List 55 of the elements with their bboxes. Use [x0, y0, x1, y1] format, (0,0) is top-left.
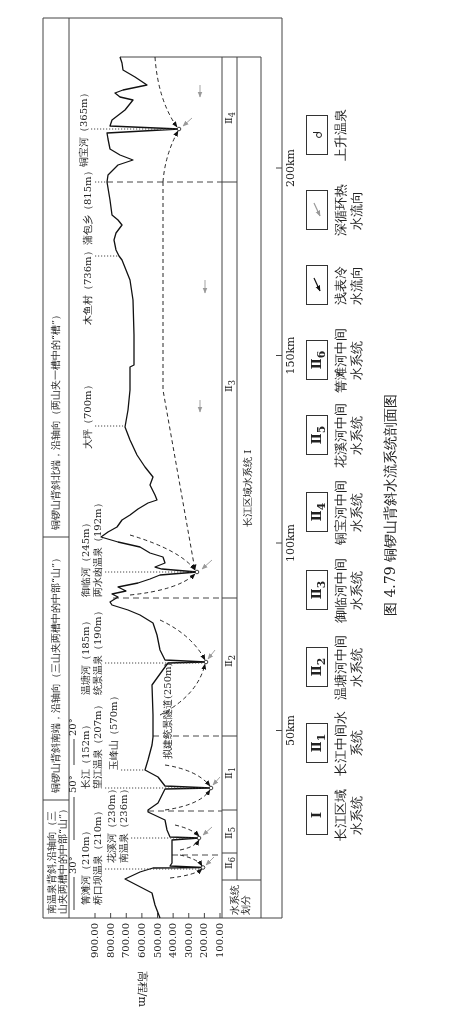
box-caption: 铜宝河中间水系统	[333, 478, 365, 546]
zone-label: 长江区域水系统 Ⅰ	[242, 449, 254, 527]
box-caption: 花溪河中间水系统	[333, 401, 365, 469]
axis-tick-label: 600.00	[135, 923, 148, 960]
place-label: 木鱼村（736m）	[82, 246, 94, 325]
leader-line	[90, 128, 177, 130]
leader-line	[120, 769, 145, 771]
header-cell: 铜锣山背斜北端，沿轴向（两山夹一槽中的“槽”）	[50, 309, 62, 530]
axis-tick-label: 150km	[284, 335, 298, 377]
axis-tick-label: 800.00	[104, 923, 117, 960]
axis-tick-label: 200km	[284, 147, 298, 190]
box-caption: 箐滩河中间水系统	[333, 326, 365, 394]
angle-label: 30°	[67, 856, 79, 874]
place-label: 玉峰山（570m）	[108, 691, 120, 770]
leader-line	[104, 662, 204, 664]
place-label: 御临河（245m） 两水凼温泉（192m）	[80, 498, 104, 597]
leader-line	[104, 868, 202, 870]
place-label: 长江（152m） 望江温泉（207m）	[80, 700, 104, 789]
place-label: 蒲包乡（815m）	[82, 166, 94, 245]
box-caption: 长江中间水系统	[333, 709, 365, 777]
place-label: 花溪河（230m） 南温泉（236m）	[106, 784, 130, 863]
leader-line	[104, 571, 196, 573]
axis-tick-label: 50km	[284, 713, 298, 749]
axis-tick-label: 700.00	[120, 923, 133, 960]
legend-text: 上升温泉	[333, 108, 349, 162]
axis-tick-label: 200.00	[198, 923, 211, 960]
axis-tick-label: 500.00	[151, 923, 164, 960]
axis-tick-label: 100km	[284, 522, 298, 565]
box-caption: 长江区域水系统	[333, 788, 365, 842]
leader-line	[104, 787, 210, 789]
place-label: 大坪（700m）	[82, 380, 94, 449]
header-cell: 铜锣山背斜南端，沿轴向（三山夹两槽中的中部“山”）	[50, 552, 62, 793]
axis-tick-label: 300.00	[182, 923, 195, 960]
box-caption: 御临河中间水系统	[333, 556, 365, 624]
place-label: 铜宝河（365m）	[78, 88, 90, 167]
header-cell: 南温泉背斜,沿轴向（三山夹两槽中的中部“山”）	[46, 802, 68, 914]
leader-line	[130, 837, 198, 839]
leader-line	[94, 181, 107, 183]
axis-tick-label: 400.00	[167, 923, 180, 960]
figure-caption: 图 4.79 铜锣山背斜水流系统剖面图	[382, 392, 399, 619]
system-box: Ⅰ	[306, 795, 328, 835]
box-caption: 温塘河中间水系统	[333, 633, 365, 701]
axis-title: 高程/m	[136, 970, 150, 1007]
tunnel-label: 拟建统景隧道(250m)	[162, 662, 174, 759]
place-label: 箐滩河（210m） 桥口坝温泉（210m）	[80, 806, 104, 905]
angle-label: 20°	[67, 718, 79, 736]
legend-text: 深循环热水流向	[333, 183, 365, 237]
angle-label: 50°	[67, 775, 79, 793]
legend-text: 浅表冷水流向	[333, 264, 365, 306]
leader-line	[94, 255, 119, 257]
axis-tick-label: 100.00	[214, 923, 226, 960]
row-header: 水系统划分	[229, 884, 251, 915]
place-label: 温塘河（185m） 统景温泉（190m）	[80, 606, 104, 695]
leader-line	[94, 425, 124, 427]
axis-tick-label: 900.00	[89, 923, 101, 960]
